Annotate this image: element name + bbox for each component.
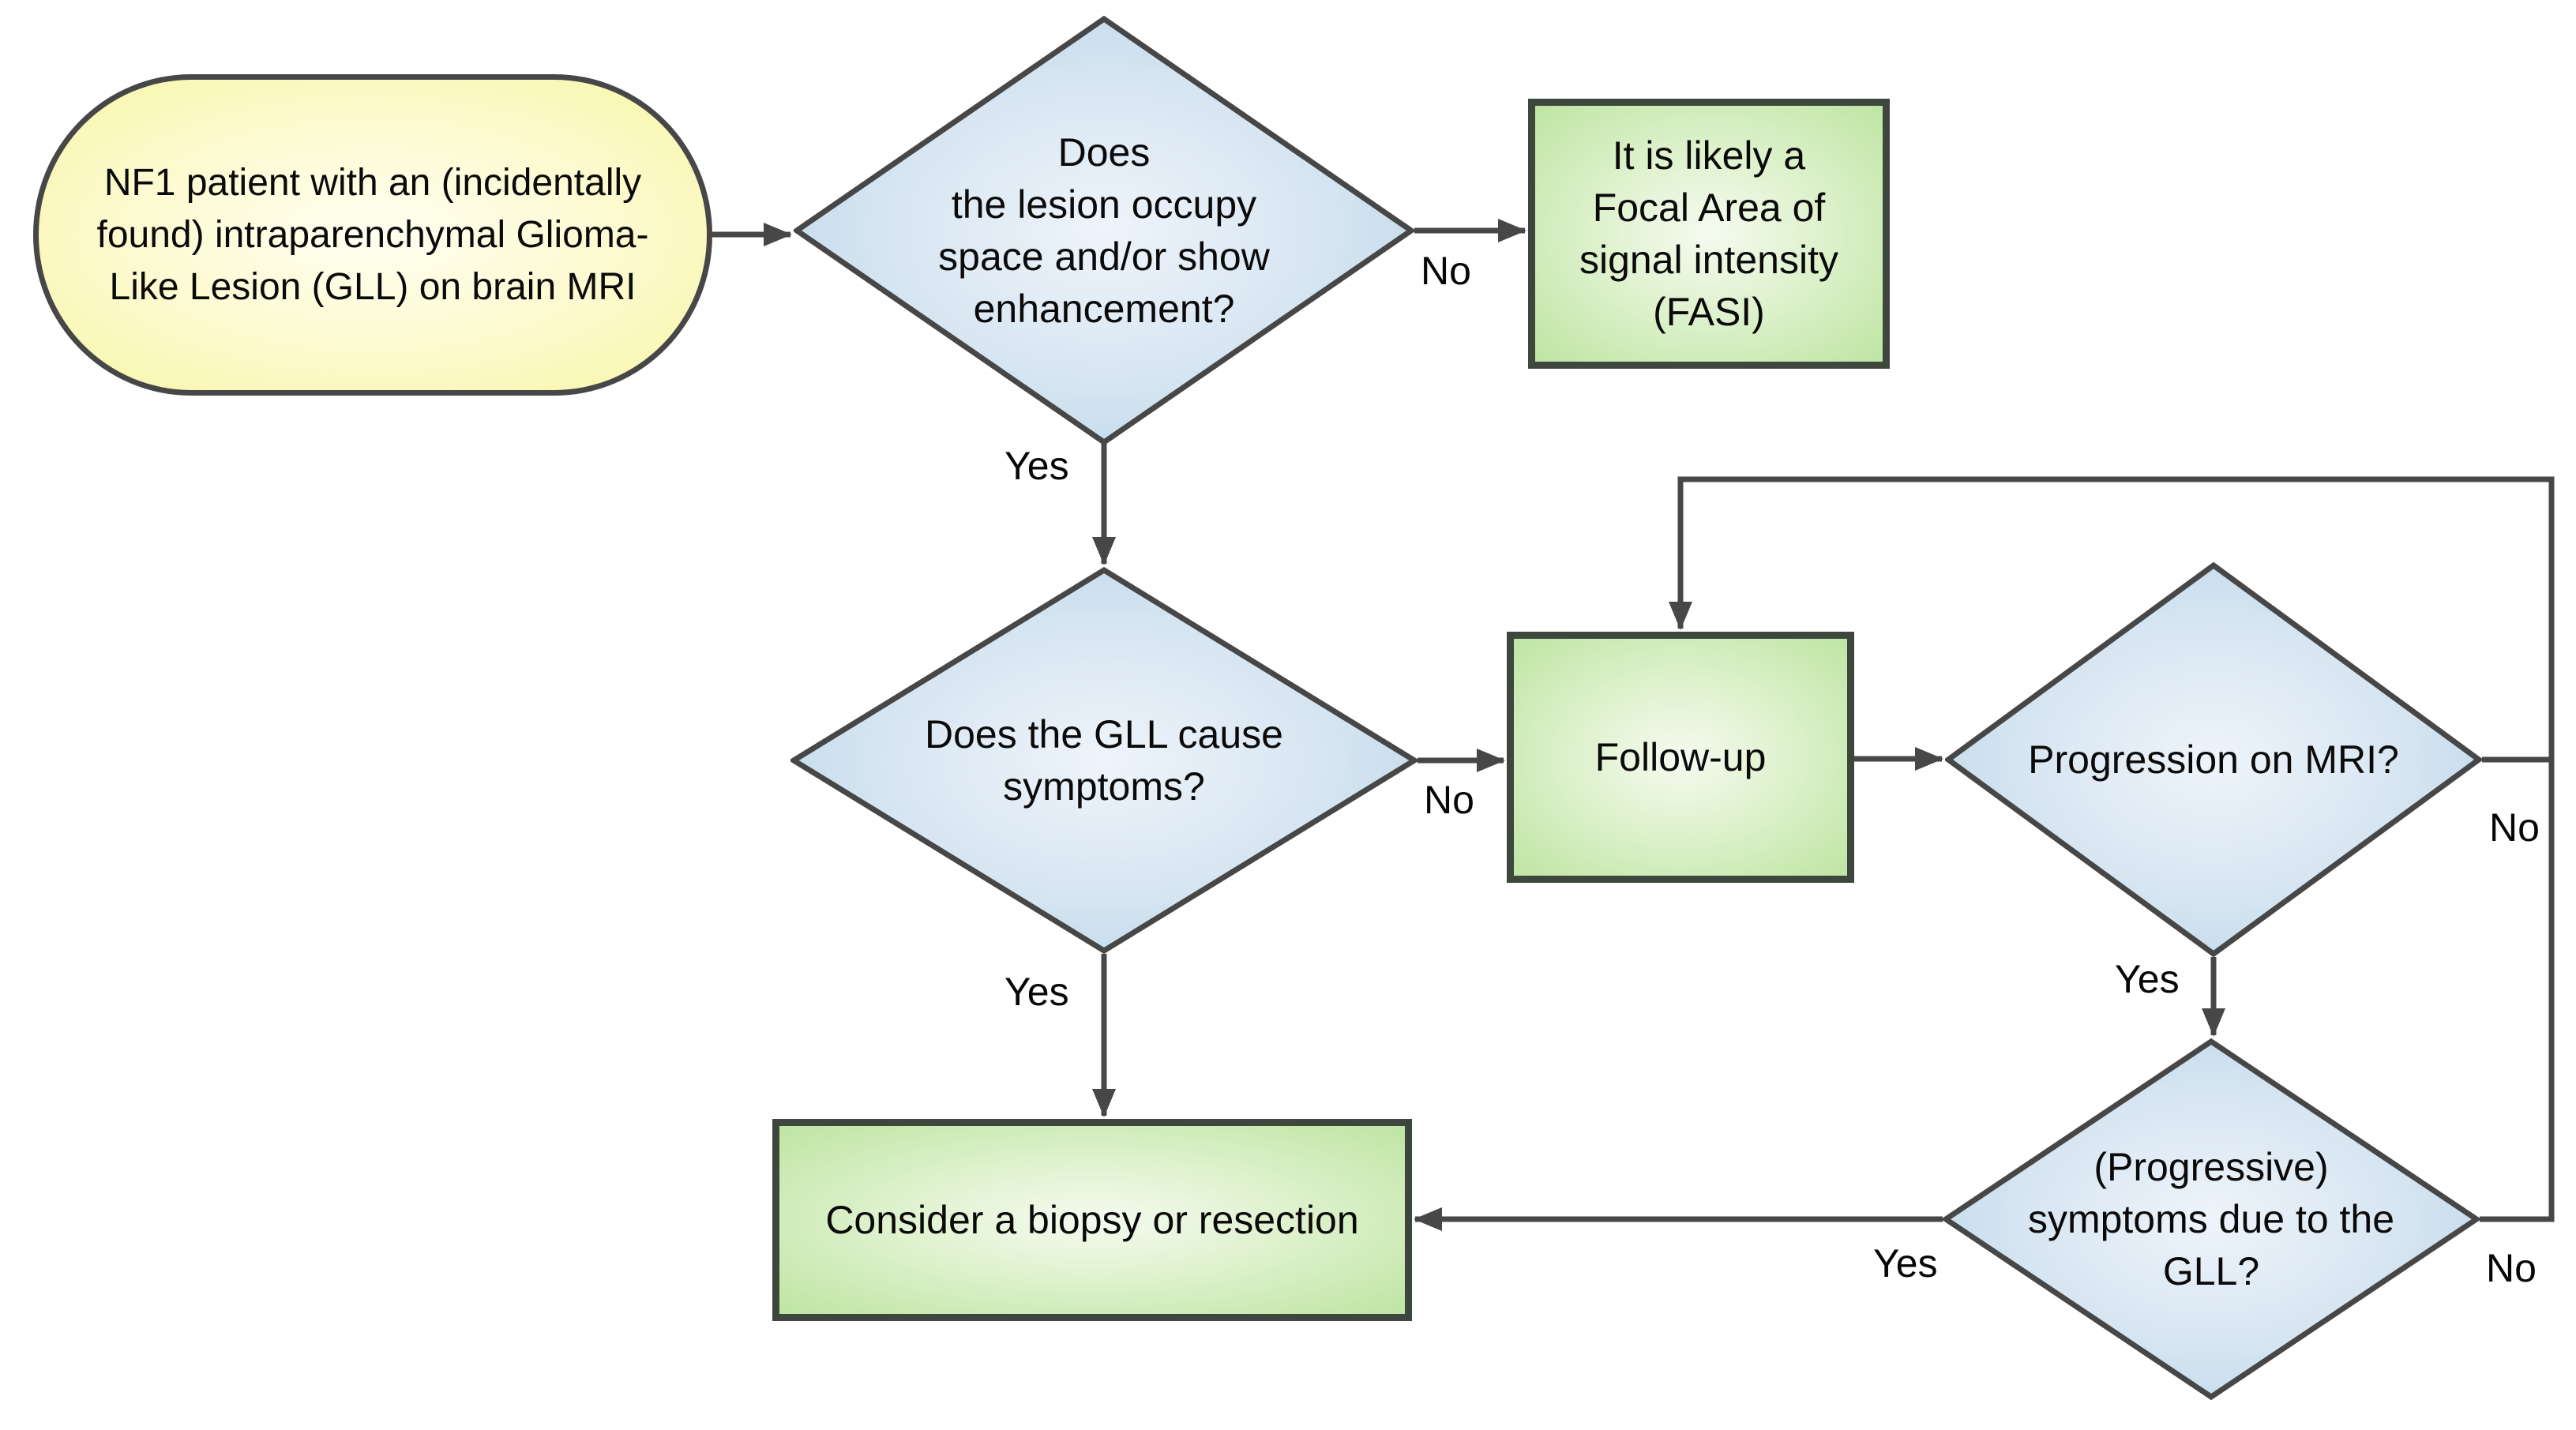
node-fasi-text: It is likely a Focal Area of signal inte… (1579, 133, 1838, 334)
diamond-shape (1943, 1038, 2480, 1400)
node-biopsy-text: Consider a biopsy or resection (825, 1198, 1359, 1242)
edge-label-progression-no: No (2489, 805, 2540, 850)
node-question-prog-symptoms-text: (Progressive) symptoms due to the GLL? (2027, 1145, 2395, 1293)
diamond-shape (1945, 562, 2482, 957)
node-question-lesion: Does the lesion occupy space and/or show… (794, 16, 1414, 445)
node-followup-box: Follow-up (1507, 632, 1854, 883)
diamond-shape (794, 16, 1414, 445)
node-question-symptoms: Does the GLL cause symptoms? (790, 567, 1418, 954)
edge-label-symptoms-no: No (1424, 778, 1474, 822)
edge-label-prog-symptoms-yes: Yes (1873, 1241, 1938, 1285)
edge-label-symptoms-yes: Yes (1004, 970, 1069, 1014)
edge-label-progression-yes: Yes (2115, 957, 2180, 1001)
node-followup-text: Follow-up (1594, 735, 1767, 779)
node-question-progression-text: Progression on MRI? (2028, 738, 2399, 782)
node-question-symptoms-text: Does the GLL cause symptoms? (925, 712, 1283, 809)
edge-label-prog-symptoms-no: No (2486, 1246, 2537, 1290)
diamond-shape (790, 567, 1418, 954)
node-question-lesion-text: Does the lesion occupy space and/or show… (938, 130, 1270, 331)
node-question-progression: Progression on MRI? (1945, 562, 2482, 957)
node-start-text: NF1 patient with an (incidentally found)… (96, 161, 649, 308)
node-fasi-box: It is likely a Focal Area of signal inte… (1528, 99, 1890, 369)
node-biopsy-box: Consider a biopsy or resection (772, 1119, 1412, 1321)
edge-label-lesion-yes: Yes (1004, 444, 1069, 488)
node-question-prog-symptoms: (Progressive) symptoms due to the GLL? (1943, 1038, 2480, 1400)
edge-label-lesion-no: No (1421, 249, 1471, 293)
node-start-terminator: NF1 patient with an (incidentally found)… (33, 74, 712, 396)
connector-loop-back-to-followup (1669, 476, 2555, 1222)
